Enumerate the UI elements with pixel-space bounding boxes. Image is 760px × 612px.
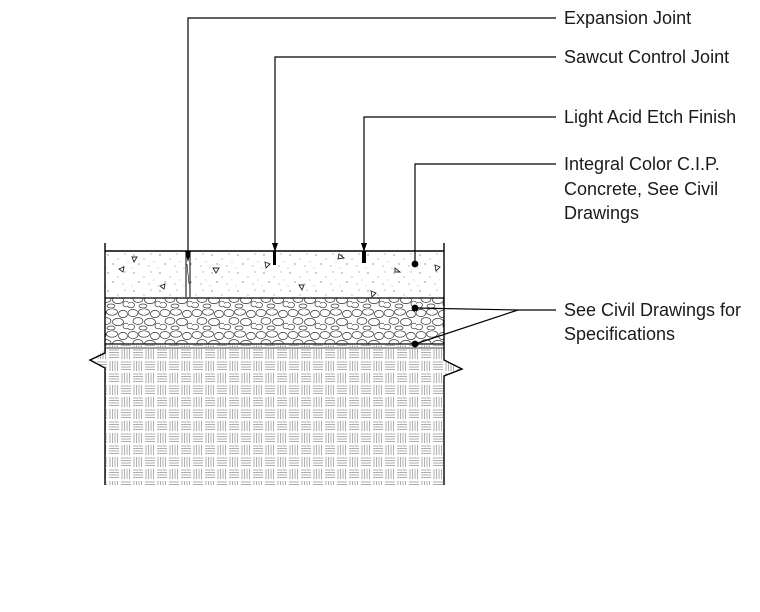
leader-dots	[411, 260, 419, 348]
aggregate-triangles	[118, 253, 441, 298]
acid-etch-mark	[362, 251, 366, 263]
label-expansion-joint: Expansion Joint	[564, 8, 691, 28]
leader-acid-etch	[363, 116, 556, 251]
expansion-joint	[185, 251, 191, 297]
leader-sawcut-joint	[274, 56, 556, 251]
leader-lines	[187, 17, 556, 345]
label-see-civil-line-2: Specifications	[564, 324, 675, 344]
label-see-civil-line-1: See Civil Drawings for	[564, 300, 741, 320]
leader-expansion-joint	[187, 17, 556, 259]
label-integral-color-line-2: Concrete, See Civil	[564, 179, 718, 199]
leader-arrowheads	[185, 243, 367, 262]
leader-integral-color	[414, 163, 556, 264]
callout-labels: Expansion Joint Sawcut Control Joint Lig…	[564, 8, 741, 344]
sawcut-control-joint	[273, 251, 276, 265]
label-light-acid-etch: Light Acid Etch Finish	[564, 107, 736, 127]
label-sawcut-control-joint: Sawcut Control Joint	[564, 47, 729, 67]
section-outline	[88, 243, 464, 485]
aggregate-base-layer	[105, 297, 444, 345]
compacted-subgrade-layer	[90, 344, 462, 485]
label-integral-color-line-3: Drawings	[564, 203, 639, 223]
label-integral-color-line-1: Integral Color C.I.P.	[564, 154, 720, 174]
